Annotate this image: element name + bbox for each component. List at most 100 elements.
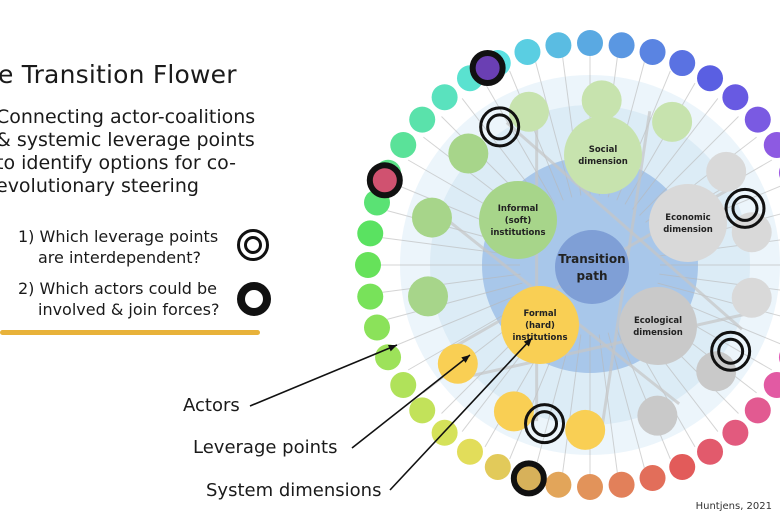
link-line	[468, 312, 748, 378]
link-line	[562, 334, 582, 474]
actor-dot	[722, 419, 749, 446]
actor-dot	[484, 453, 511, 480]
question-1-line2: are interdependent?	[38, 248, 202, 267]
actor-dot	[409, 397, 436, 424]
link-line	[395, 291, 526, 346]
question-2-line2: involved & join forces?	[38, 300, 220, 319]
ecological-dimension-node	[619, 287, 697, 365]
intro-text: Connecting actor-coalitions & systemic l…	[0, 106, 286, 198]
actor-dot	[390, 372, 417, 399]
actor-dot	[355, 252, 381, 278]
leverage-point	[637, 395, 678, 436]
informal-dimension-label: institutions	[490, 228, 545, 238]
callout-actors: Actors	[183, 395, 240, 416]
social-dimension-label: dimension	[578, 157, 628, 167]
link-line	[624, 82, 696, 205]
arrow-head	[523, 338, 532, 347]
accent-underline	[0, 330, 260, 335]
credit: Huntjens, 2021	[695, 501, 772, 512]
actor-dot	[545, 471, 572, 498]
actor-dot	[514, 38, 541, 65]
double-ring-outer	[724, 187, 766, 229]
leverage-point	[493, 391, 534, 432]
leverage-point	[508, 91, 549, 132]
informal-dimension-label: Informal	[498, 204, 539, 214]
informal-dimension-label: (soft)	[505, 216, 532, 226]
actor-dot	[697, 438, 724, 465]
intro-line: Connecting actor-coalitions	[0, 106, 256, 128]
double-ring-outer	[524, 403, 566, 445]
callout-arrow	[351, 354, 471, 449]
link-line	[657, 282, 780, 317]
double-ring-inner	[731, 194, 759, 222]
double-ring-inner	[717, 337, 745, 365]
social-dimension-node	[564, 116, 642, 194]
question-2: 2) Which actors could be involved & join…	[18, 278, 219, 320]
actor-dot	[744, 397, 771, 424]
question-2-line1: 2) Which actors could be	[18, 279, 218, 298]
actor-dot	[744, 106, 771, 133]
informal-dimension-node	[479, 181, 557, 259]
actor-dot	[697, 65, 724, 92]
double-ring-outer	[479, 106, 521, 148]
actor-dot	[409, 106, 436, 133]
leverage-point	[408, 276, 449, 317]
actor-dot	[577, 30, 603, 56]
actor-dot	[357, 283, 384, 310]
ecological-dimension-label: dimension	[633, 328, 683, 338]
leverage-point	[652, 101, 693, 142]
link-line	[616, 329, 671, 460]
callout-leverage-points: Leverage points	[193, 437, 338, 458]
actor-dot	[456, 438, 483, 465]
formal-dimension-label: Formal	[524, 309, 557, 319]
ecological-dimension-label: Ecological	[634, 316, 682, 326]
highlighted-actor	[469, 50, 506, 87]
link-line	[484, 82, 556, 205]
actor-dot	[639, 465, 666, 492]
intro-line: to identify options for co-	[0, 152, 237, 174]
economic-dimension-label: dimension	[663, 225, 713, 235]
leverage-point	[731, 277, 772, 318]
link-line	[632, 98, 719, 210]
double-ring-icon	[237, 229, 269, 261]
actor-dot	[390, 131, 417, 158]
transition-path-node	[555, 230, 629, 304]
actor-dot	[763, 131, 780, 158]
economic-dimension-label: Economic	[665, 213, 710, 223]
social-dimension-label: Social	[589, 145, 618, 155]
double-ring-inner	[486, 113, 514, 141]
actor-dot	[363, 314, 390, 341]
link-line	[598, 334, 618, 474]
thick-ring-icon	[237, 282, 271, 316]
link-line	[381, 273, 521, 293]
actor-dot	[545, 32, 572, 59]
leverage-point	[565, 409, 606, 450]
transition-path-label: Transition	[558, 252, 625, 266]
callout-arrow	[389, 337, 533, 491]
callout-system-dimensions: System dimensions	[206, 480, 382, 501]
double-ring-inner	[531, 410, 559, 438]
link-line	[387, 282, 523, 320]
actor-dot	[577, 474, 603, 500]
economic-dimension-node	[649, 184, 727, 262]
actor-dot	[608, 471, 635, 498]
actor-dot	[357, 220, 384, 247]
actor-dot	[431, 84, 458, 111]
transition-path-label: path	[577, 269, 608, 283]
callout-arrow	[249, 344, 398, 407]
leverage-point	[731, 212, 772, 253]
question-1-line1: 1) Which leverage points	[18, 227, 219, 246]
actor-dot	[722, 84, 749, 111]
link-line	[505, 121, 743, 331]
intro-line: & systemic leverage points	[0, 129, 255, 151]
slide-title: he Transition Flower	[0, 60, 237, 89]
actor-dot	[669, 50, 696, 77]
actor-dot	[763, 372, 780, 399]
arrow-head	[461, 355, 470, 363]
question-1: 1) Which leverage points are interdepend…	[18, 226, 218, 268]
formal-dimension-label: institutions	[512, 333, 567, 343]
link-line	[639, 116, 739, 216]
leverage-point	[581, 80, 622, 121]
highlighted-actor	[510, 460, 547, 497]
